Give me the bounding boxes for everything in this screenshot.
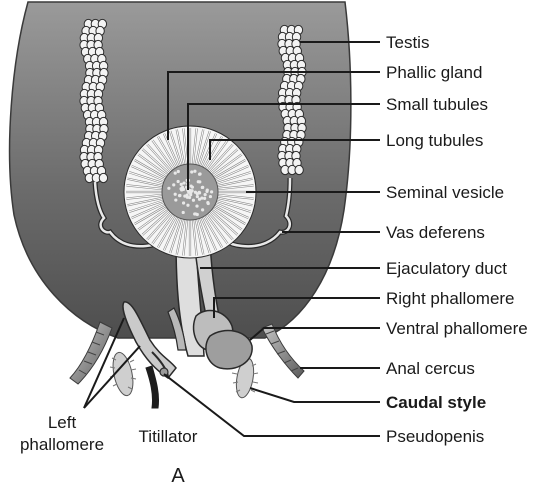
anal-cercus-left bbox=[70, 322, 112, 384]
seminal-vesicle bbox=[124, 126, 256, 258]
label-titillator: Titillator bbox=[139, 427, 198, 446]
label-vas-deferens: Vas deferens bbox=[386, 223, 485, 242]
label-right-phallomere: Right phallomere bbox=[386, 289, 515, 308]
label-long-tubules: Long tubules bbox=[386, 131, 483, 150]
anal-cercus-right bbox=[262, 324, 304, 378]
label-caudal-style: Caudal style bbox=[386, 393, 486, 412]
label-ejaculatory-duct: Ejaculatory duct bbox=[386, 259, 507, 278]
label-left-phallomere-line1: Left bbox=[48, 413, 77, 432]
label-ventral-phallomere: Ventral phallomere bbox=[386, 319, 528, 338]
label-phallic-gland: Phallic gland bbox=[386, 63, 482, 82]
label-anal-cercus: Anal cercus bbox=[386, 359, 475, 378]
label-pseudopenis: Pseudopenis bbox=[386, 427, 484, 446]
label-left-phallomere-line2: phallomere bbox=[20, 435, 104, 454]
panel-letter: A bbox=[171, 465, 185, 487]
label-testis: Testis bbox=[386, 33, 429, 52]
label-small-tubules: Small tubules bbox=[386, 95, 488, 114]
label-seminal-vesicle: Seminal vesicle bbox=[386, 183, 504, 202]
